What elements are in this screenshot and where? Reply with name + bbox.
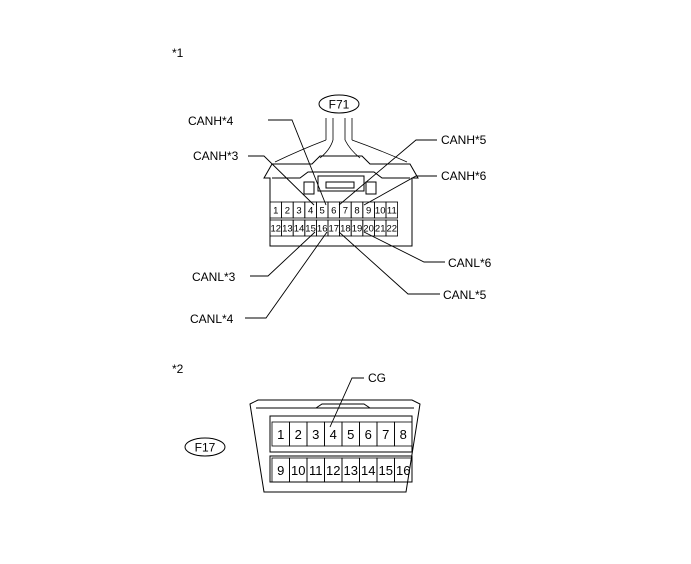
connector2-id: F17: [195, 441, 216, 455]
connector2-pin-number: 15: [379, 463, 393, 478]
connector2-pin-number: 10: [291, 463, 305, 478]
connector1-pin-number: 21: [375, 224, 386, 235]
connector2-note: *2: [172, 362, 184, 376]
connector1-pin-number: 4: [308, 206, 313, 217]
label-cg: CG: [368, 371, 386, 385]
connector1-pin-number: 16: [317, 224, 328, 235]
label-canh6: CANH*6: [441, 169, 487, 183]
connector1-pin-number: 1: [273, 206, 278, 217]
connector1-pin-number: 2: [285, 206, 290, 217]
connector2-pin-number: 4: [330, 427, 337, 442]
connector1-pin-number: 11: [387, 206, 397, 217]
connector1-note: *1: [172, 46, 184, 60]
connector1-leader-lines: [245, 119, 445, 319]
connector1-pin-number: 3: [296, 206, 301, 217]
connector1-pin-number: 17: [329, 224, 340, 235]
connector1-pin-number: 6: [331, 206, 336, 217]
connector1-id-bubble: [318, 94, 360, 114]
connector1-pin-number: 14: [294, 224, 305, 235]
connector1-pin-number: 12: [271, 224, 282, 235]
label-canl3: CANL*3: [192, 270, 236, 284]
connector1-pin-number: 13: [282, 224, 293, 235]
connector2-pin-number: 11: [309, 463, 323, 478]
connector1-pin-number: 8: [354, 206, 359, 217]
connector2-pin-number: 9: [277, 463, 284, 478]
label-canl6: CANL*6: [448, 256, 492, 270]
connector2-pin-number: 1: [277, 427, 284, 442]
connector2-pin-number: 16: [396, 463, 410, 478]
label-canl5: CANL*5: [443, 288, 487, 302]
connector1-id: F71: [329, 98, 350, 112]
connector2-pin-number: 13: [344, 463, 358, 478]
connector2-pin-number: 7: [382, 427, 389, 442]
label-canh4: CANH*4: [188, 114, 234, 128]
connector1-wire-bundle: [274, 118, 408, 163]
connector1-pin-number: 7: [343, 206, 348, 217]
connector2-pin-number: 6: [365, 427, 372, 442]
label-canh3: CANH*3: [193, 149, 239, 163]
connector2-pin-number: 8: [400, 427, 407, 442]
connector2-pin-number: 12: [326, 463, 340, 478]
connector2-pin-number: 14: [361, 463, 375, 478]
connector1-pin-number: 20: [363, 224, 374, 235]
connector1-pin-number: 5: [320, 206, 325, 217]
connector2-pin-number: 3: [312, 427, 319, 442]
connector1-pin-number: 10: [375, 206, 386, 217]
connector2-pin-number: 5: [347, 427, 354, 442]
connector1-pin-cell: [385, 201, 399, 219]
connector2-id-bubble: [184, 437, 226, 457]
connector2-pin-cell: [394, 421, 413, 447]
connector2-pin-cell: [394, 457, 413, 483]
connector2-leader-lines: [329, 377, 364, 428]
connector2-pin-number: 2: [295, 427, 302, 442]
label-canl4: CANL*4: [190, 312, 234, 326]
connector1-pin-number: 15: [305, 224, 316, 235]
connector1-pin-number: 18: [340, 224, 351, 235]
connector1-body: [263, 155, 419, 247]
connector1-pin-number: 22: [387, 224, 398, 235]
connector1-pin-number: 9: [366, 206, 371, 217]
connector1-pin-cell: [385, 219, 399, 237]
label-canh5: CANH*5: [441, 133, 487, 147]
connector1-pin-number: 19: [352, 224, 363, 235]
